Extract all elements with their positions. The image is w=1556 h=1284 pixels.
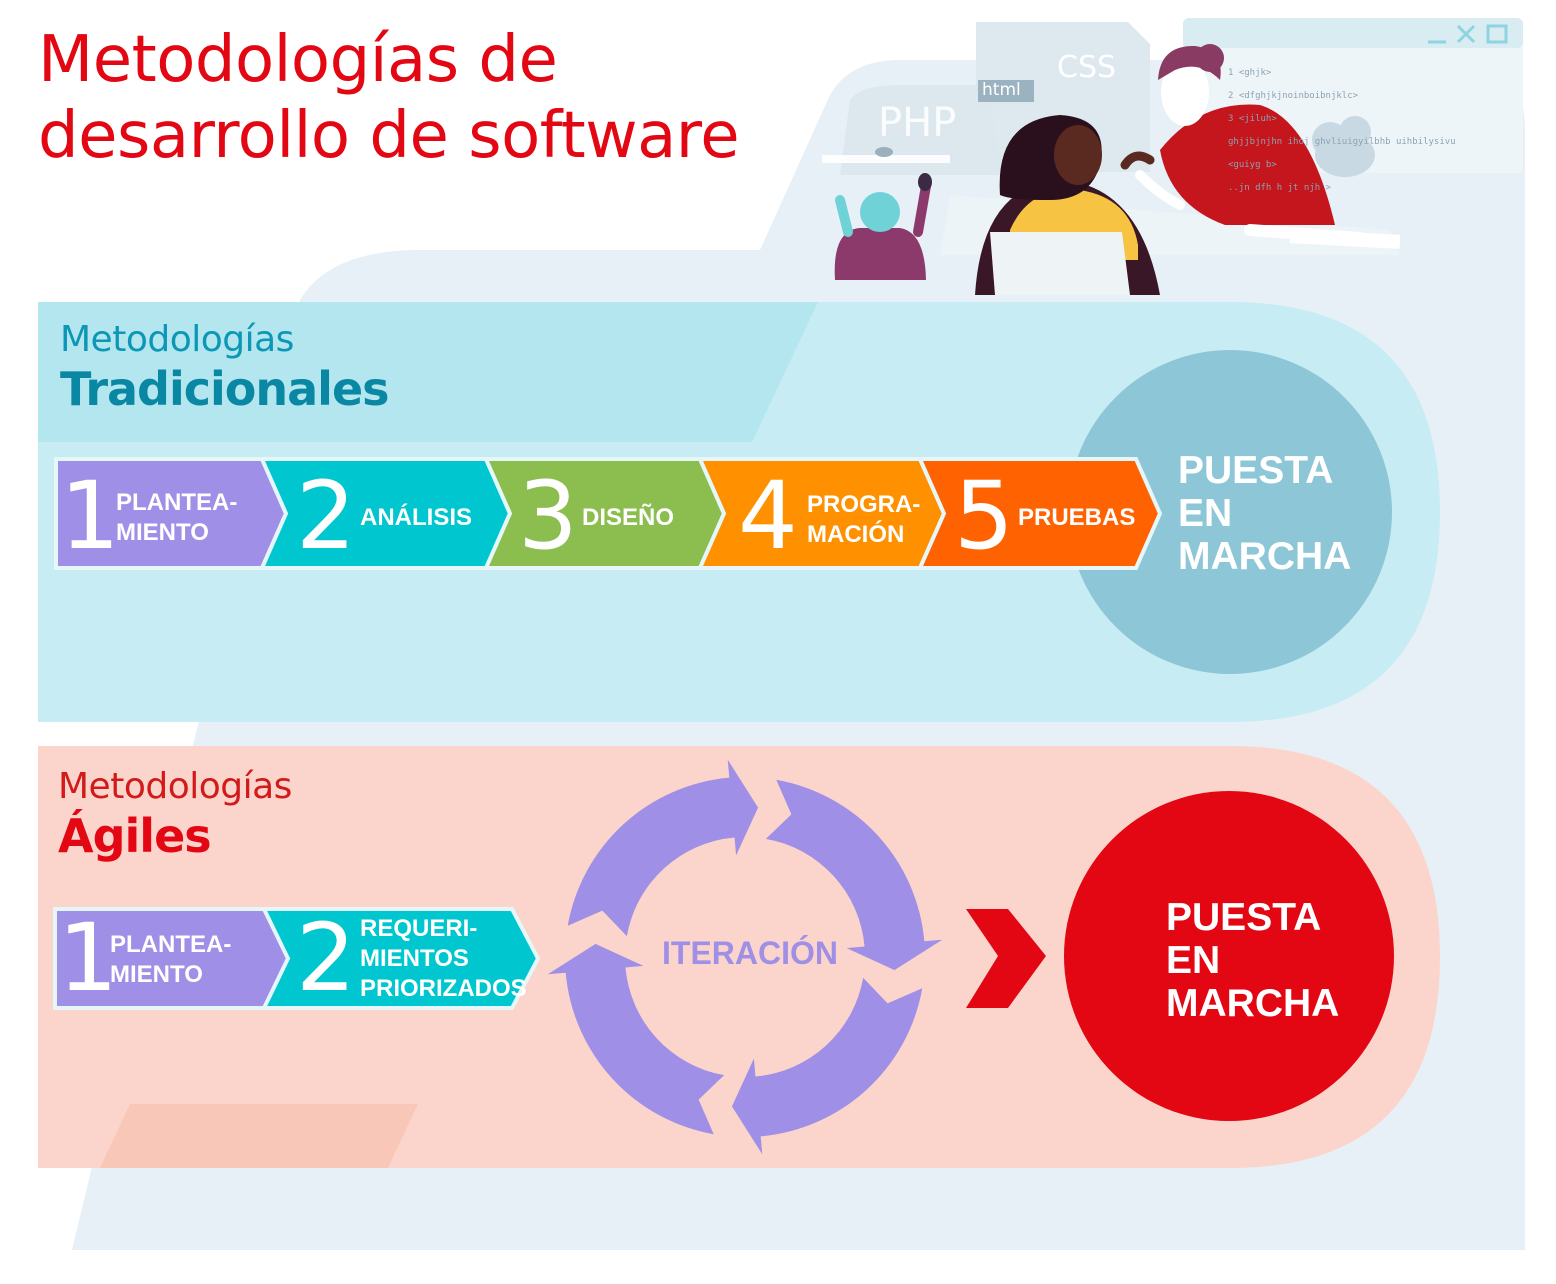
title-line-2: desarrollo de software xyxy=(38,99,740,173)
agile-heading-light: Metodologías xyxy=(58,766,292,807)
trad-step-5-arrow xyxy=(916,457,1163,570)
php-tag: PHP xyxy=(878,100,957,146)
shelf xyxy=(822,155,950,163)
trad-step-1-label: PLANTEA- MIENTO xyxy=(116,489,238,546)
iteration-arrow-segment-1 xyxy=(765,779,943,971)
css-tag: CSS xyxy=(1057,50,1117,85)
trad-step-2-label: ANÁLISIS xyxy=(360,504,473,531)
iteration-arrow-segment-4 xyxy=(567,759,759,937)
traditional-heading: Metodologías Tradicionales xyxy=(60,319,390,418)
trad-step-1-number: 1 xyxy=(60,462,120,571)
traditional-launch-circle xyxy=(1068,350,1392,674)
agile-chevron-arrow xyxy=(966,909,1046,1008)
trad-step-3-number: 3 xyxy=(518,462,578,571)
traditional-launch-label: PUESTA EN MARCHA xyxy=(1178,449,1352,578)
agile-heading: Metodologías Ágiles xyxy=(58,767,292,865)
page-title: Metodologías de desarrollo de software xyxy=(38,22,740,174)
iteration-arrow-segment-2 xyxy=(731,977,923,1155)
code-lines: 1 <ghjk> 2 <dfghjkjnoinboibnjklc> 3 <jil… xyxy=(1228,62,1456,200)
code-line: ghjjbjnjhn ihoj ghvliuigyilbhb uihbilysi… xyxy=(1228,137,1456,147)
iteration-arrow-segment-3 xyxy=(547,943,725,1135)
html-tag: html xyxy=(982,80,1021,100)
code-line: ..jn dfh h jt njh > xyxy=(1228,183,1331,193)
person-middle-illustration xyxy=(975,115,1160,295)
trad-step-5-number: 5 xyxy=(954,462,1014,571)
trad-step-5-label: PRUEBAS xyxy=(1018,504,1136,531)
agile-launch-circle xyxy=(1064,791,1394,1121)
agile-accent-strip xyxy=(100,1104,418,1168)
code-line: 2 <dfghjkjnoinboibnjklc> xyxy=(1228,91,1359,101)
trad-step-2-number: 2 xyxy=(296,462,356,571)
iteration-label: ITERACIÓN xyxy=(662,935,838,971)
trad-step-4-label: PROGRA- MACIÓN xyxy=(807,491,921,548)
agile-heading-bold: Ágiles xyxy=(58,809,212,863)
agile-band xyxy=(38,746,1440,1168)
agile-step-2-label: REQUERI- MIENTOS PRIORIZADOS xyxy=(360,915,527,1002)
maximize-icon xyxy=(1486,24,1508,44)
agile-launch-label: PUESTA EN MARCHA xyxy=(1166,896,1340,1025)
title-line-1: Metodologías de xyxy=(38,23,558,97)
trad-step-3-label: DISEÑO xyxy=(582,504,675,531)
agile-step-2-arrow xyxy=(260,907,541,1010)
agile-step-2-number: 2 xyxy=(296,904,356,1013)
code-line: <guiyg b> xyxy=(1228,160,1277,170)
person-right-illustration xyxy=(1135,44,1366,244)
code-line: 1 <ghjk> xyxy=(1228,68,1272,78)
trad-step-4-number: 4 xyxy=(738,462,798,571)
agile-step-1-label: PLANTEA- MIENTO xyxy=(110,931,232,988)
close-icon xyxy=(1456,24,1476,44)
html-tag-box xyxy=(978,80,1034,102)
traditional-heading-bold: Tradicionales xyxy=(60,362,390,416)
person-left-illustration xyxy=(834,173,932,280)
traditional-heading-light: Metodologías xyxy=(60,319,294,360)
traditional-header-strip xyxy=(38,302,818,442)
code-line: 3 <jiluh> xyxy=(1228,114,1277,124)
agile-step-1-number: 1 xyxy=(58,904,118,1013)
